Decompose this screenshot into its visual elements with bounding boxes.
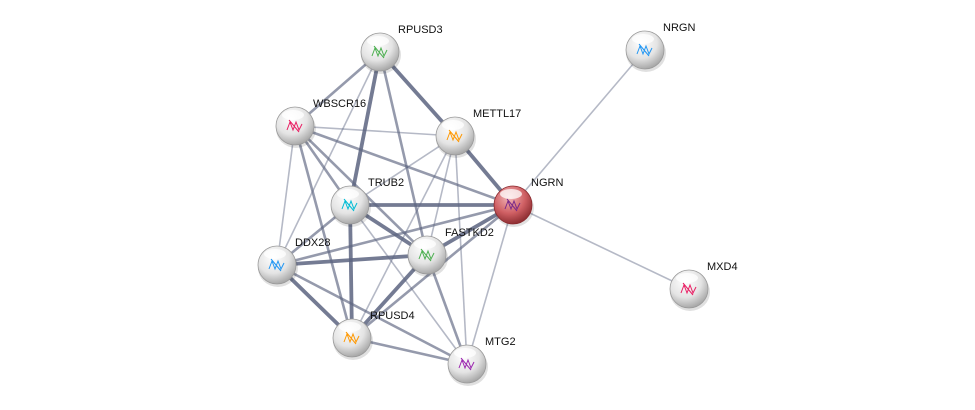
edge-rpusd3-fastkd2[interactable]: [378, 51, 429, 256]
protein-structure-icon: [343, 331, 360, 345]
edge-mettl17-mtg2[interactable]: [454, 135, 468, 365]
protein-structure-icon: [418, 248, 435, 262]
protein-structure-icon: [286, 119, 303, 133]
node-ddx28[interactable]: DDX28: [257, 237, 330, 287]
node-label: NRGN: [663, 22, 695, 34]
protein-structure-icon: [680, 282, 697, 296]
node-label: MXD4: [707, 261, 738, 273]
node-label: RPUSD4: [370, 310, 415, 322]
edge-mettl17-trub2[interactable]: [349, 135, 456, 206]
protein-structure-icon: [504, 198, 521, 212]
edge-ngrn-ddx28[interactable]: [276, 203, 514, 267]
edge-wbscr16-ngrn[interactable]: [294, 124, 514, 207]
node-nrgn[interactable]: NRGN: [625, 22, 695, 72]
edge-ngrn-mxd4[interactable]: [512, 204, 690, 290]
node-mxd4[interactable]: MXD4: [669, 261, 738, 311]
edge-ddx28-mtg2[interactable]: [276, 263, 468, 366]
protein-structure-icon: [268, 258, 285, 272]
edge-trub2-rpusd4[interactable]: [348, 204, 354, 339]
edge-mettl17-rpusd4[interactable]: [351, 135, 456, 339]
node-label: TRUB2: [368, 177, 404, 189]
protein-structure-icon: [458, 357, 475, 371]
protein-structure-icon: [446, 129, 463, 143]
node-ngrn[interactable]: NGRN: [493, 177, 563, 227]
node-rpusd3[interactable]: RPUSD3: [360, 24, 443, 74]
edge-ngrn-mtg2[interactable]: [466, 204, 514, 365]
edge-trub2-mtg2[interactable]: [349, 204, 468, 365]
edge-wbscr16-rpusd4[interactable]: [293, 125, 354, 339]
node-label: RPUSD3: [398, 24, 443, 36]
node-label: MTG2: [485, 336, 516, 348]
edge-rpusd3-trub2[interactable]: [348, 51, 382, 206]
node-fastkd2[interactable]: FASTKD2: [407, 227, 494, 277]
protein-structure-icon: [636, 43, 653, 57]
edge-mettl17-fastkd2[interactable]: [426, 135, 456, 256]
node-label: DDX28: [295, 237, 330, 249]
edge-wbscr16-ddx28[interactable]: [276, 125, 296, 266]
edge-wbscr16-mettl17[interactable]: [294, 125, 456, 137]
edge-fastkd2-ddx28[interactable]: [276, 253, 428, 267]
node-mettl17[interactable]: METTL17: [435, 108, 521, 158]
edge-rpusd4-mtg2[interactable]: [351, 336, 468, 366]
node-trub2[interactable]: TRUB2: [330, 177, 404, 227]
node-rpusd4[interactable]: RPUSD4: [332, 310, 415, 360]
node-mtg2[interactable]: MTG2: [447, 336, 516, 386]
node-label: FASTKD2: [445, 227, 494, 239]
edge-ngrn-nrgn[interactable]: [512, 49, 646, 206]
node-label: NGRN: [531, 177, 563, 189]
protein-structure-icon: [371, 45, 388, 59]
node-wbscr16[interactable]: WBSCR16: [275, 98, 366, 148]
node-label: WBSCR16: [313, 98, 366, 110]
protein-structure-icon: [341, 198, 358, 212]
node-label: METTL17: [473, 108, 521, 120]
